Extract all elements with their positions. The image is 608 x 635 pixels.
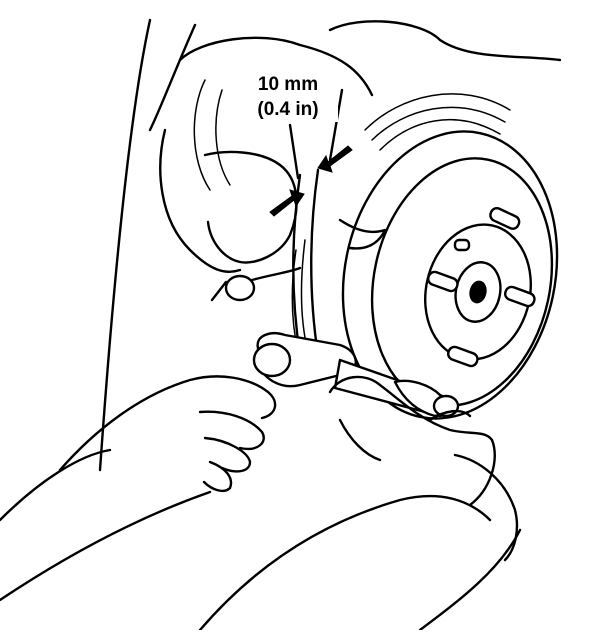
left-hand <box>58 375 277 493</box>
strut-mount <box>159 128 242 273</box>
spring-housing <box>178 20 562 97</box>
measurement-metric-label: 10 mm <box>242 73 334 97</box>
brake-disc-outer <box>341 130 559 420</box>
background-body-line <box>98 18 152 472</box>
background-panel-edge <box>148 23 197 132</box>
callout-leader-left <box>288 123 300 180</box>
disc-edge-grooves <box>364 93 511 151</box>
right-cuff <box>453 453 519 562</box>
lower-bolt-head <box>224 274 256 302</box>
measurement-arrow-left <box>269 189 305 217</box>
measurement-arrow-right <box>317 145 353 173</box>
shoe-hold-down <box>338 218 387 250</box>
wheel-studs <box>427 206 536 368</box>
strut-contour <box>193 79 231 191</box>
knuckle <box>203 150 298 264</box>
lower-arm <box>210 266 302 302</box>
left-sleeve <box>0 448 212 602</box>
right-hand <box>328 375 496 507</box>
callout-leader-right <box>328 88 344 162</box>
hub-bore <box>469 280 487 304</box>
right-sleeve <box>198 494 522 632</box>
caliper-dial <box>252 342 292 378</box>
measurement-imperial-label: (0.4 in) <box>238 98 338 122</box>
